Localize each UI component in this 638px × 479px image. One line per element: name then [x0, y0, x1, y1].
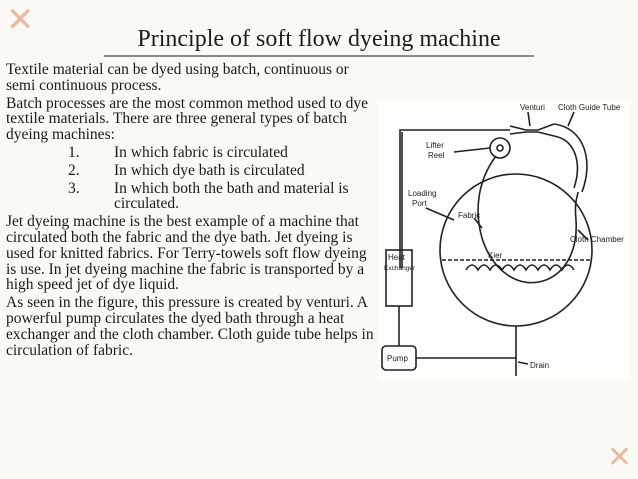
machine-types-list: 1. In which fabric is circulated 2. In w…: [6, 145, 374, 212]
label-exchanger: Exchanger: [384, 265, 416, 272]
paragraph-venturi: As seen in the figure, this pressure is …: [6, 294, 374, 359]
list-text: In which dye bath is circulated: [114, 161, 305, 179]
lifter-reel: [489, 137, 511, 159]
venturi-tube: [509, 123, 555, 131]
list-item: 3. In which both the bath and material i…: [6, 179, 374, 213]
fabric-rope: [477, 155, 579, 284]
list-text: In which both the bath and material is c…: [114, 179, 349, 213]
fabric-folds: [465, 264, 575, 272]
title-underline: [104, 55, 534, 57]
label-drain: Drain: [530, 361, 549, 370]
label-pump: Pump: [387, 354, 408, 363]
label-venturi: Venturi: [520, 103, 545, 112]
paragraph-jet-dyeing: Jet dyeing machine is the best example o…: [6, 213, 367, 294]
return-pipe: [399, 129, 510, 268]
label-heat: Heat: [388, 253, 406, 262]
paragraph-batch: Batch processes are the most common meth…: [6, 94, 369, 144]
diagram-svg: Venturi Cloth Guide Tube Lifter Reel Loa…: [381, 103, 624, 376]
title-block: Principle of soft flow dyeing machine: [104, 24, 534, 58]
label-kier: Kier: [488, 251, 503, 260]
corner-cross-decoration: ✕: [606, 440, 632, 475]
cloth-guide-tube: [553, 123, 588, 193]
list-item: 1. In which fabric is circulated: [6, 145, 374, 161]
label-lifter: Lifter: [426, 141, 444, 150]
label-port: Port: [412, 199, 427, 208]
list-text: In which fabric is circulated: [114, 143, 288, 161]
dyeing-machine-diagram: Venturi Cloth Guide Tube Lifter Reel Loa…: [378, 100, 630, 382]
kier-vessel: [439, 173, 593, 327]
list-number: 1.: [68, 143, 80, 161]
label-fabric: Fabric: [458, 211, 480, 220]
paragraph-intro: Textile material can be dyed using batch…: [6, 61, 349, 94]
slide-title: Principle of soft flow dyeing machine: [137, 26, 501, 52]
label-cloth-chamber: Cloth Chamber: [570, 235, 624, 244]
label-loading: Loading: [408, 189, 436, 198]
drain-pipe: [416, 326, 517, 359]
list-number: 2.: [68, 161, 80, 179]
label-reel: Reel: [428, 151, 445, 160]
list-item: 2. In which dye bath is circulated: [6, 161, 374, 179]
list-number: 3.: [68, 179, 80, 197]
label-cloth-guide-tube: Cloth Guide Tube: [558, 103, 621, 112]
slide-body: Textile material can be dyed using batch…: [6, 62, 374, 360]
corner-cross-decoration: ✕: [6, 0, 35, 40]
